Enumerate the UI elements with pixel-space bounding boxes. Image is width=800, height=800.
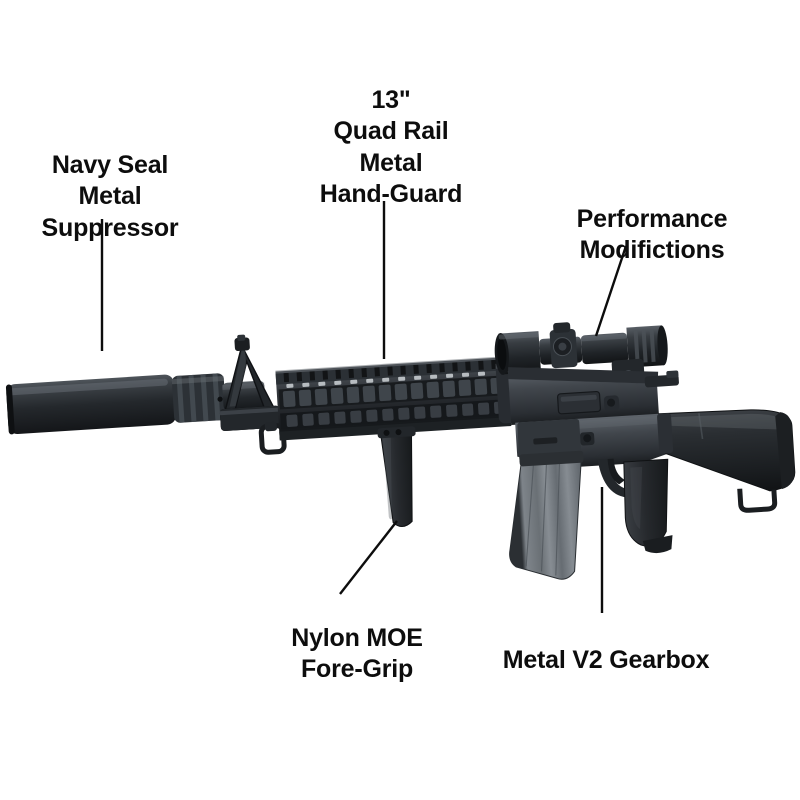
callout-text-suppressor: Navy Seal Metal Suppressor	[41, 150, 179, 242]
upper-receiver	[507, 367, 679, 425]
suppressor-part	[5, 373, 227, 435]
vertical-fore-grip	[377, 426, 416, 528]
callout-label-gearbox: Metal V2 Gearbox	[460, 613, 752, 708]
callout-text-performance-modifications: Performance Modifictions	[576, 204, 728, 265]
callout-text-hand-guard: 13" Quad Rail Metal Hand-Guard	[319, 85, 463, 209]
lower-receiver	[515, 413, 670, 468]
charging-handle	[644, 370, 679, 388]
leader-line-scope	[594, 245, 628, 337]
trigger-guard	[597, 459, 647, 498]
forward-assist	[603, 395, 620, 411]
callout-label-performance-modifications: Performance Modifictions	[528, 172, 776, 298]
callout-label-hand-guard: 13" Quad Rail Metal Hand-Guard	[282, 53, 500, 242]
ejection-port	[557, 390, 602, 415]
callout-label-fore-grip: Nylon MOE Fore-Grip	[248, 591, 466, 717]
callout-label-suppressor: Navy Seal Metal Suppressor	[12, 118, 208, 276]
callout-text-gearbox: Metal V2 Gearbox	[502, 645, 710, 674]
callout-text-fore-grip: Nylon MOE Fore-Grip	[291, 623, 423, 684]
trigger-group	[597, 458, 673, 554]
trigger	[607, 458, 625, 485]
leader-line-foregrip	[339, 520, 398, 595]
fixed-stock	[657, 409, 796, 513]
sling-swivel-rear	[737, 488, 778, 513]
magazine	[509, 450, 584, 580]
buffer-tube	[657, 413, 674, 454]
pistol-grip	[623, 458, 669, 547]
quad-rail-hand-guard	[275, 356, 519, 441]
magazine-release	[580, 431, 595, 446]
